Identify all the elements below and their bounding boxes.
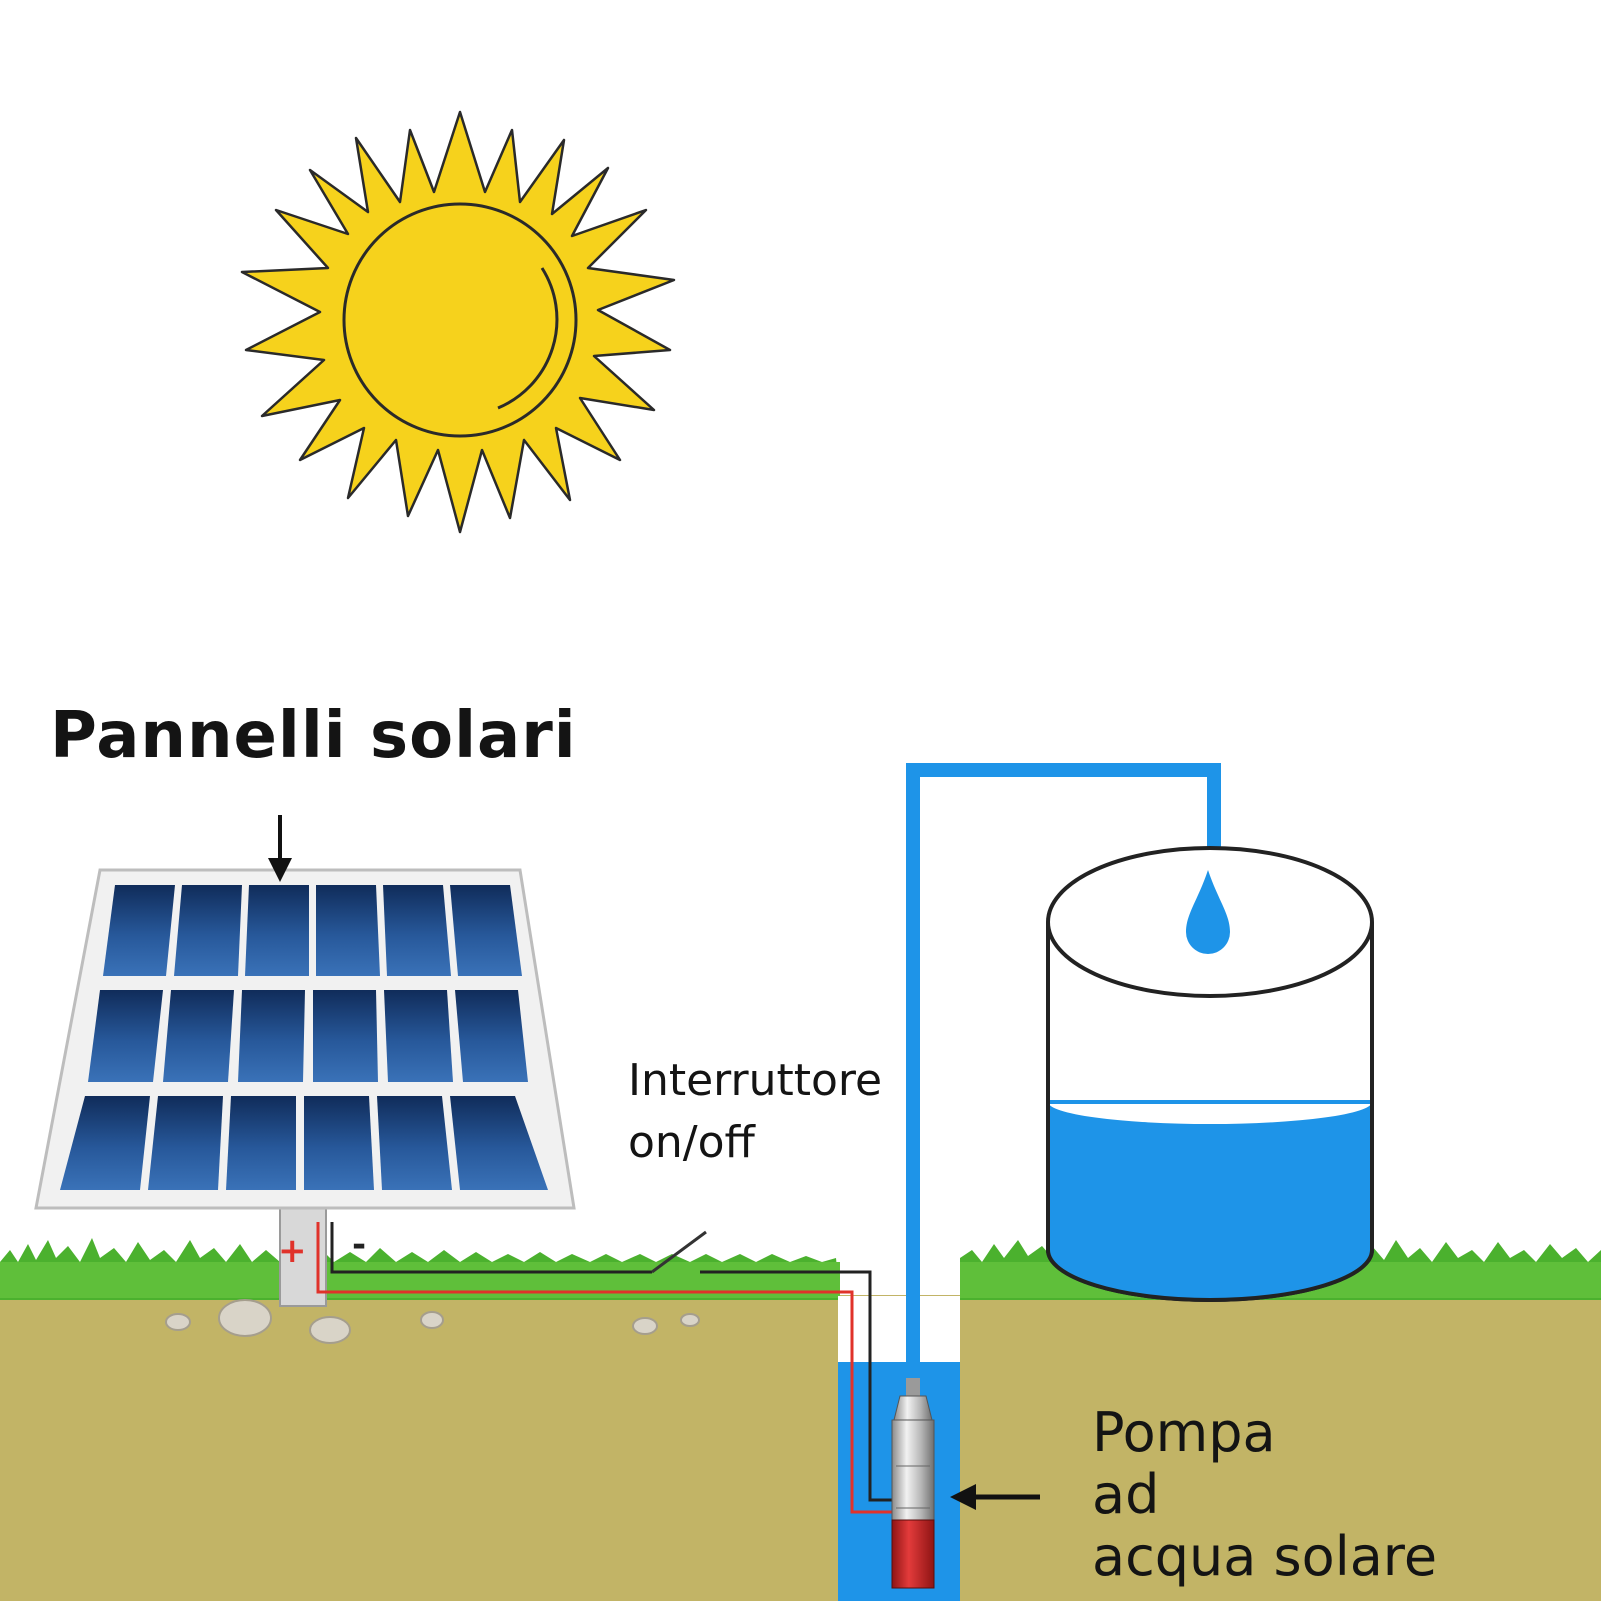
sun-icon: [240, 110, 676, 534]
solar-panel-icon: [34, 868, 576, 1307]
water-tank-icon: [1046, 846, 1374, 1302]
pump-arrow-icon: [950, 1484, 1040, 1510]
switch-label-line2: on/off: [628, 1117, 755, 1168]
pump-label-line2: ad: [1092, 1463, 1160, 1526]
switch-label-line1: Interruttore: [628, 1055, 883, 1106]
soil: [0, 1295, 1601, 1601]
switch-label: Interruttore on/off: [628, 1050, 882, 1174]
submersible-pump-icon: [891, 1378, 935, 1589]
solar-panels-label: Pannelli solari: [50, 699, 577, 773]
pebbles: [165, 1299, 700, 1344]
black-wire: [330, 1222, 893, 1502]
plus-terminal: +: [278, 1231, 307, 1271]
pump-label-line1: Pompa: [1092, 1401, 1276, 1464]
pump-label: Pompa ad acqua solare: [1092, 1402, 1437, 1588]
water-drop-icon: [1186, 870, 1230, 954]
switch-lever-icon: [651, 1230, 707, 1274]
panel-arrow-icon: [268, 815, 292, 882]
minus-terminal: -: [352, 1225, 366, 1265]
red-wire: [316, 1222, 893, 1514]
pump-label-line3: acqua solare: [1092, 1525, 1438, 1588]
water-pipe: [906, 763, 1221, 1375]
borehole-shaft: [838, 1296, 960, 1362]
